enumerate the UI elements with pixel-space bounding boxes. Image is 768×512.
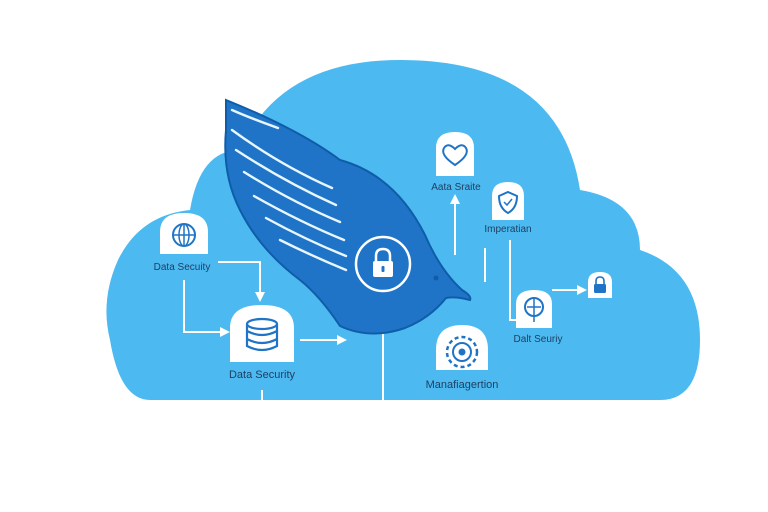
center-lock bbox=[354, 235, 412, 293]
node-globe-label: Data Secuity bbox=[154, 262, 211, 273]
shield-icon bbox=[497, 190, 519, 215]
padlock-icon bbox=[595, 276, 605, 285]
node-shield: Imperatian bbox=[484, 182, 532, 235]
connector-lines bbox=[183, 194, 587, 400]
connector-globe-down bbox=[183, 280, 230, 337]
heart-icon bbox=[442, 144, 468, 167]
gear-icon bbox=[445, 335, 479, 369]
bird-body bbox=[224, 98, 472, 335]
node-globe: Data Secuity bbox=[154, 213, 211, 273]
bird-eye bbox=[433, 275, 439, 281]
database-icon bbox=[245, 317, 279, 352]
node-lock-small bbox=[588, 272, 612, 298]
node-health: Aata Sraite bbox=[431, 132, 481, 193]
padlock-icon bbox=[374, 247, 392, 262]
connector-globe-to-database bbox=[218, 261, 265, 302]
node-health-label: Aata Sraite bbox=[431, 182, 481, 193]
node-gear-label: Manafiagertion bbox=[426, 379, 499, 391]
bird-logo bbox=[224, 98, 472, 335]
node-shield-label: Imperatian bbox=[484, 224, 531, 235]
wing-feathers bbox=[230, 108, 348, 272]
node-monitor-label: Dalt Seuriy bbox=[514, 334, 563, 345]
node-monitor: Dalt Seuriy bbox=[514, 290, 563, 345]
node-gear: Manafiagertion bbox=[426, 325, 499, 391]
node-database-label: Data Security bbox=[229, 369, 296, 381]
node-database: Data Security bbox=[229, 305, 296, 381]
